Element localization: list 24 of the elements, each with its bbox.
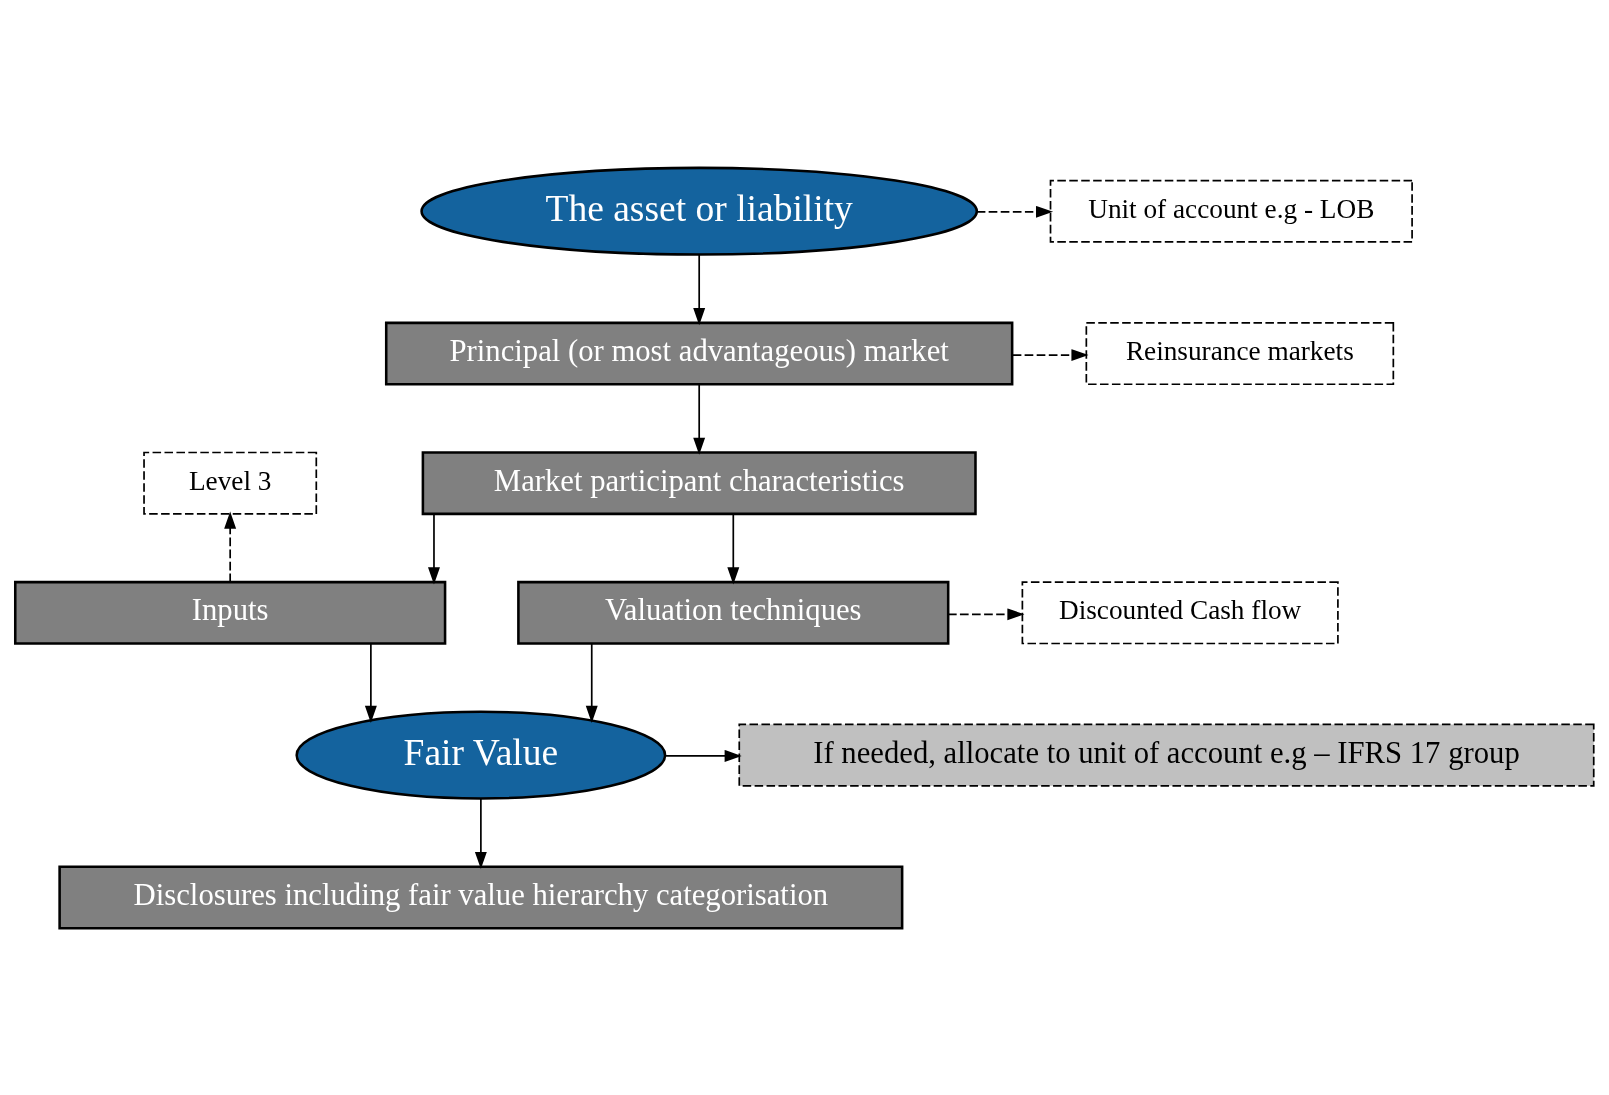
node-box: Inputs [14,580,447,645]
node-ellipse: The asset or liability [420,166,979,256]
node-box: Valuation techniques [517,580,950,645]
node-box: Principal (or most advantageous) market [384,321,1014,386]
arrow [727,512,740,584]
node-box: Unit of account e.g - LOB [1049,179,1413,243]
node-box: Level 3 [143,451,318,515]
node-box: Disclosures including fair value hierarchy categorisation [58,865,904,929]
arrow [693,253,706,325]
node-ellipse: Fair Value [295,710,667,800]
arrow [224,511,237,583]
node-box: Discounted Cash flow [1021,580,1339,644]
node-box: Reinsurance markets [1085,321,1395,385]
arrow [364,642,377,723]
node-box: Market participant characteristics [421,450,977,515]
arrow [585,642,598,723]
arrow [474,797,487,869]
arrow [976,205,1054,218]
arrow [664,749,742,762]
node-box: If needed, allocate to unit of account e.g – IFRS 17 group [738,723,1595,787]
arrow [693,382,706,455]
arrow [947,607,1025,620]
arrow [1012,348,1089,361]
arrow [428,512,440,584]
